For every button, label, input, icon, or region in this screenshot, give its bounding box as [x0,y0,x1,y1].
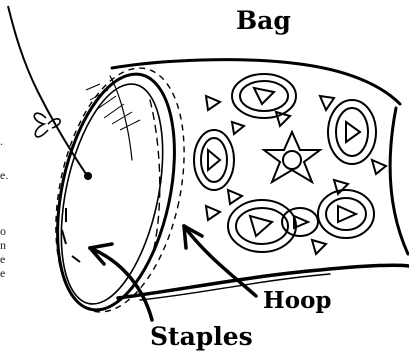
triangle [312,240,326,254]
center-star [264,132,320,182]
triangle [276,112,290,126]
bag-pattern [194,74,386,254]
string-attachment-point [84,172,92,180]
cropped-text-fragment: . [0,134,3,148]
oval-right-top [328,100,376,164]
bag-body [110,60,409,300]
triangle [232,122,244,134]
oval-left [194,130,234,190]
cropped-text-fragment: e [0,266,5,280]
cropped-text-fragment: o [0,224,6,238]
cropped-text-fragment: e [0,252,5,266]
cropped-text-fragment: e. [0,168,8,182]
hoop-label: Hoop [263,287,332,314]
hoop-rings [36,56,205,324]
oval-top [232,74,296,118]
cropped-text-fragment: n [0,238,6,252]
hanging-string [8,6,86,174]
triangle [228,190,242,204]
staples-label: Staples [150,322,253,351]
triangle [206,206,220,220]
triangle [320,96,334,110]
bag-label: Bag [236,6,291,35]
triangle [372,160,386,174]
oval-bottom [228,200,296,252]
oval-right-bottom [318,190,374,238]
triangle [206,96,220,110]
center-circle [283,151,301,169]
staples [62,208,80,262]
